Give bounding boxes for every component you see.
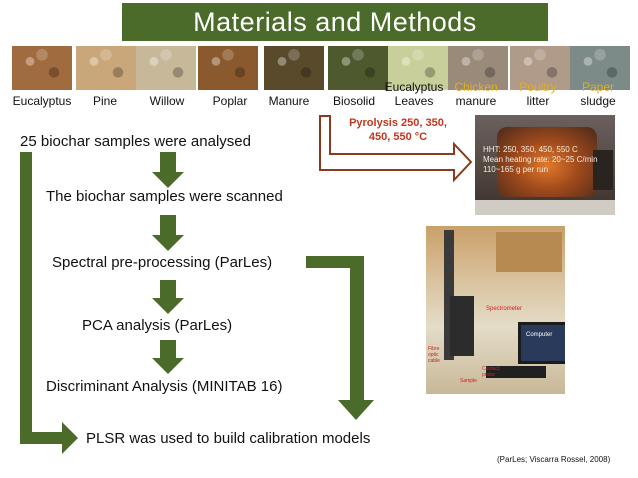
feedstock-label-line1: Paper [581,80,615,94]
feedstock-label-line2: Poplar [212,94,248,108]
feedstock-label-line2: manure [455,94,497,108]
feedstock-label-line2: Willow [149,94,185,108]
feedstock-thumb [510,46,570,90]
pyrolysis-arrow [319,115,473,183]
feedstock-label-line2: Manure [268,94,310,108]
label-fibre-1: Fibre [428,346,440,352]
feedstock-label: Willow [127,94,207,108]
feedstock-thumb [448,46,508,90]
down-arrow-4 [152,340,184,374]
lab-computer [518,322,565,364]
pyrolysis-line-1: Pyrolysis 250, 350, [349,117,447,129]
feedstock-thumb [136,46,196,90]
lab-probe-holder [450,296,474,356]
label-contact-2: probe [482,372,495,378]
lab-setup-photo: Spectrometer Computer Fibre optic cable … [426,226,565,394]
feedstock-label: Manure [249,94,329,108]
feedstock-label: Biosolid [314,94,394,108]
reactor-specs: HHT: 250, 350, 450, 550 C Mean heating r… [483,145,598,175]
feedstock-thumb [264,46,324,90]
feedstock-label-line2: Biosolid [332,94,376,108]
feedstock-label-line2: sludge [580,94,616,108]
step-scanned: The biochar samples were scanned [46,188,283,205]
page-title: Materials and Methods [122,3,548,41]
label-sample: Sample [460,378,477,384]
step-plsr: PLSR was used to build calibration model… [86,430,371,447]
step-analysed: 25 biochar samples were analysed [20,133,251,150]
feedstock-thumb [388,46,448,90]
pyrolysis-line-2: 450, 550 °C [368,131,428,143]
label-contact-1: Contact [482,366,500,372]
label-fibre-2: optic [428,352,439,358]
feedstock-thumb [12,46,72,90]
label-computer: Computer [526,332,553,338]
feedstock-label-line1: Eucalyptus [384,80,444,94]
lab-keyboard [486,366,546,378]
down-arrow-1 [152,152,184,188]
feedstock-label: Eucalyptus [2,94,82,108]
reactor-furnace [497,127,597,197]
reactor-spec-2: Mean heating rate: 20~25 C/min [483,155,598,164]
feedstock-label-line2: litter [526,94,550,108]
step-preprocessing: Spectral pre-processing (ParLes) [52,254,273,271]
right-bypass-arrow [306,256,374,420]
feedstock-label-line1: Chicken [454,80,498,94]
feedstock-thumb [76,46,136,90]
feedstock-label-line2: Pine [92,94,118,108]
citation: (ParLes; Viscarra Rossel, 2008) [497,455,611,464]
feedstock-label-line2: Eucalyptus [12,94,72,108]
reactor-bench [475,200,615,215]
label-spectrometer: Spectrometer [486,306,523,312]
down-arrow-2 [152,215,184,251]
pyrolysis-arrow-body [319,115,473,183]
step-discriminant: Discriminant Analysis (MINITAB 16) [46,378,283,395]
feedstock-thumb [328,46,388,90]
pyrolysis-label: Pyrolysis 250, 350, 450, 550 °C [342,116,454,144]
step-pca: PCA analysis (ParLes) [82,317,233,334]
reactor-pipe [593,150,613,190]
lab-shelf [496,232,562,272]
lab-stand [444,230,454,360]
reactor-spec-3: 110~165 g per run [483,165,549,174]
down-arrow-3 [152,280,184,314]
label-contact-probe: Contact probe [482,366,499,378]
feedstock-label: Pine [65,94,145,108]
feedstock-label-line2: Leaves [394,94,434,108]
reactor-spec-1: HHT: 250, 350, 450, 550 C [483,145,578,154]
feedstock-thumb [198,46,258,90]
label-fibre-cable: Fibre optic cable [428,346,440,364]
feedstock-label-line1: Poultry [519,80,557,94]
reactor-photo: HHT: 250, 350, 450, 550 C Mean heating r… [475,115,615,215]
left-bypass-arrow [20,152,78,454]
feedstock-thumb [570,46,630,90]
label-fibre-3: cable [428,358,440,364]
feedstock-label: Poplar [190,94,270,108]
